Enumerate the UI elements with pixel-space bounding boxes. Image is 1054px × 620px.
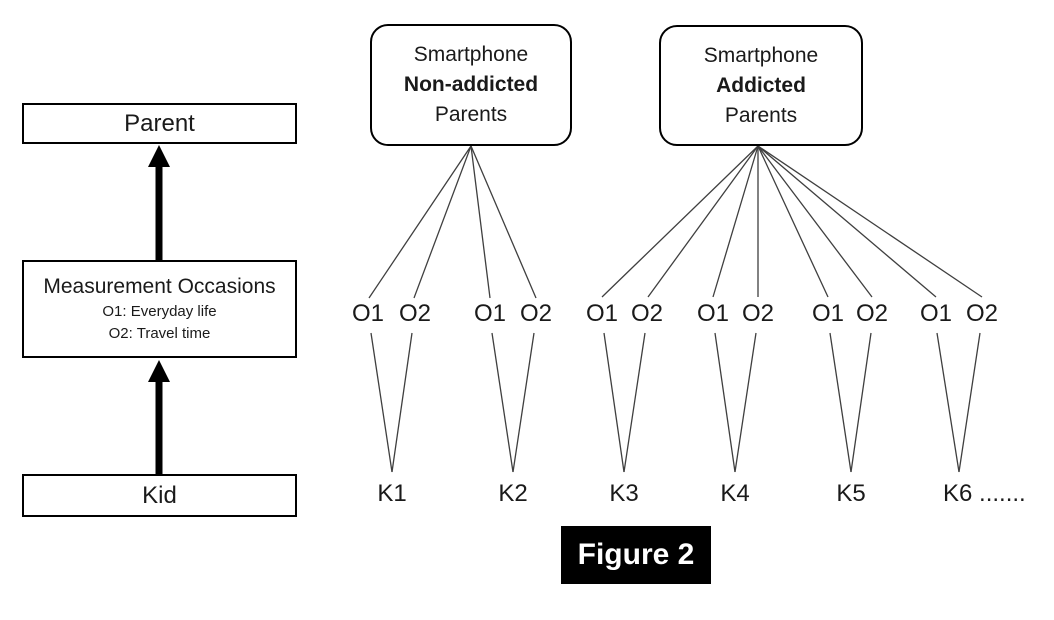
occasion-label-o2-pair1: O2 xyxy=(398,300,432,327)
occasion-to-kid-lines xyxy=(370,332,981,473)
fan-lines-nonaddicted xyxy=(368,145,537,299)
kid-box: Kid xyxy=(22,474,297,517)
group2-line2: Addicted xyxy=(716,73,806,97)
occasion-label-o1-pair5: O1 xyxy=(811,300,845,327)
group1-line3: Parents xyxy=(434,103,508,126)
measurement-occasions-box: Measurement Occasions O1: Everyday life … xyxy=(22,260,297,358)
kid-to-measurement-arrow xyxy=(148,360,170,474)
occasion-label-o1-pair6: O1 xyxy=(919,300,953,327)
occasion-1-description: O1: Everyday life xyxy=(102,303,217,320)
smartphone-nonaddicted-parents-box: Smartphone Non-addicted Parents xyxy=(370,24,572,146)
occasion-label-o2-pair4: O2 xyxy=(741,300,775,327)
group2-line1: Smartphone xyxy=(703,43,819,67)
group1-line1: Smartphone xyxy=(413,43,529,66)
group1-line2: Non-addicted xyxy=(403,73,539,96)
figure-caption-text: Figure 2 xyxy=(577,538,695,571)
parent-box: Parent xyxy=(22,103,297,144)
parent-box-label: Parent xyxy=(124,109,195,137)
kid-label-k4: K4 xyxy=(720,480,750,507)
occasion-label-o2-pair5: O2 xyxy=(855,300,889,327)
kid-label-k3: K3 xyxy=(609,480,639,507)
occasion-label-o2-pair2: O2 xyxy=(519,300,553,327)
smartphone-addicted-parents-box: Smartphone Addicted Parents xyxy=(659,25,863,146)
fan-lines-addicted xyxy=(601,145,983,298)
group2-line3: Parents xyxy=(724,103,798,127)
kid-box-label: Kid xyxy=(142,481,177,509)
figure-caption: Figure 2 xyxy=(561,526,711,584)
measurement-to-parent-arrow xyxy=(148,145,170,260)
kid-label-k6: K6 ....... xyxy=(943,480,1026,507)
measurement-box-title: Measurement Occasions xyxy=(43,275,276,298)
occasion-label-o1-pair4: O1 xyxy=(696,300,730,327)
occasion-label-o2-pair6: O2 xyxy=(965,300,999,327)
kid-label-k1: K1 xyxy=(377,480,407,507)
occasion-label-o1-pair3: O1 xyxy=(585,300,619,327)
occasion-2-description: O2: Travel time xyxy=(108,325,211,342)
occasion-label-o2-pair3: O2 xyxy=(630,300,664,327)
kid-label-k2: K2 xyxy=(498,480,528,507)
occasion-label-o1-pair1: O1 xyxy=(351,300,385,327)
kid-label-k5: K5 xyxy=(836,480,866,507)
occasion-label-o1-pair2: O1 xyxy=(473,300,507,327)
